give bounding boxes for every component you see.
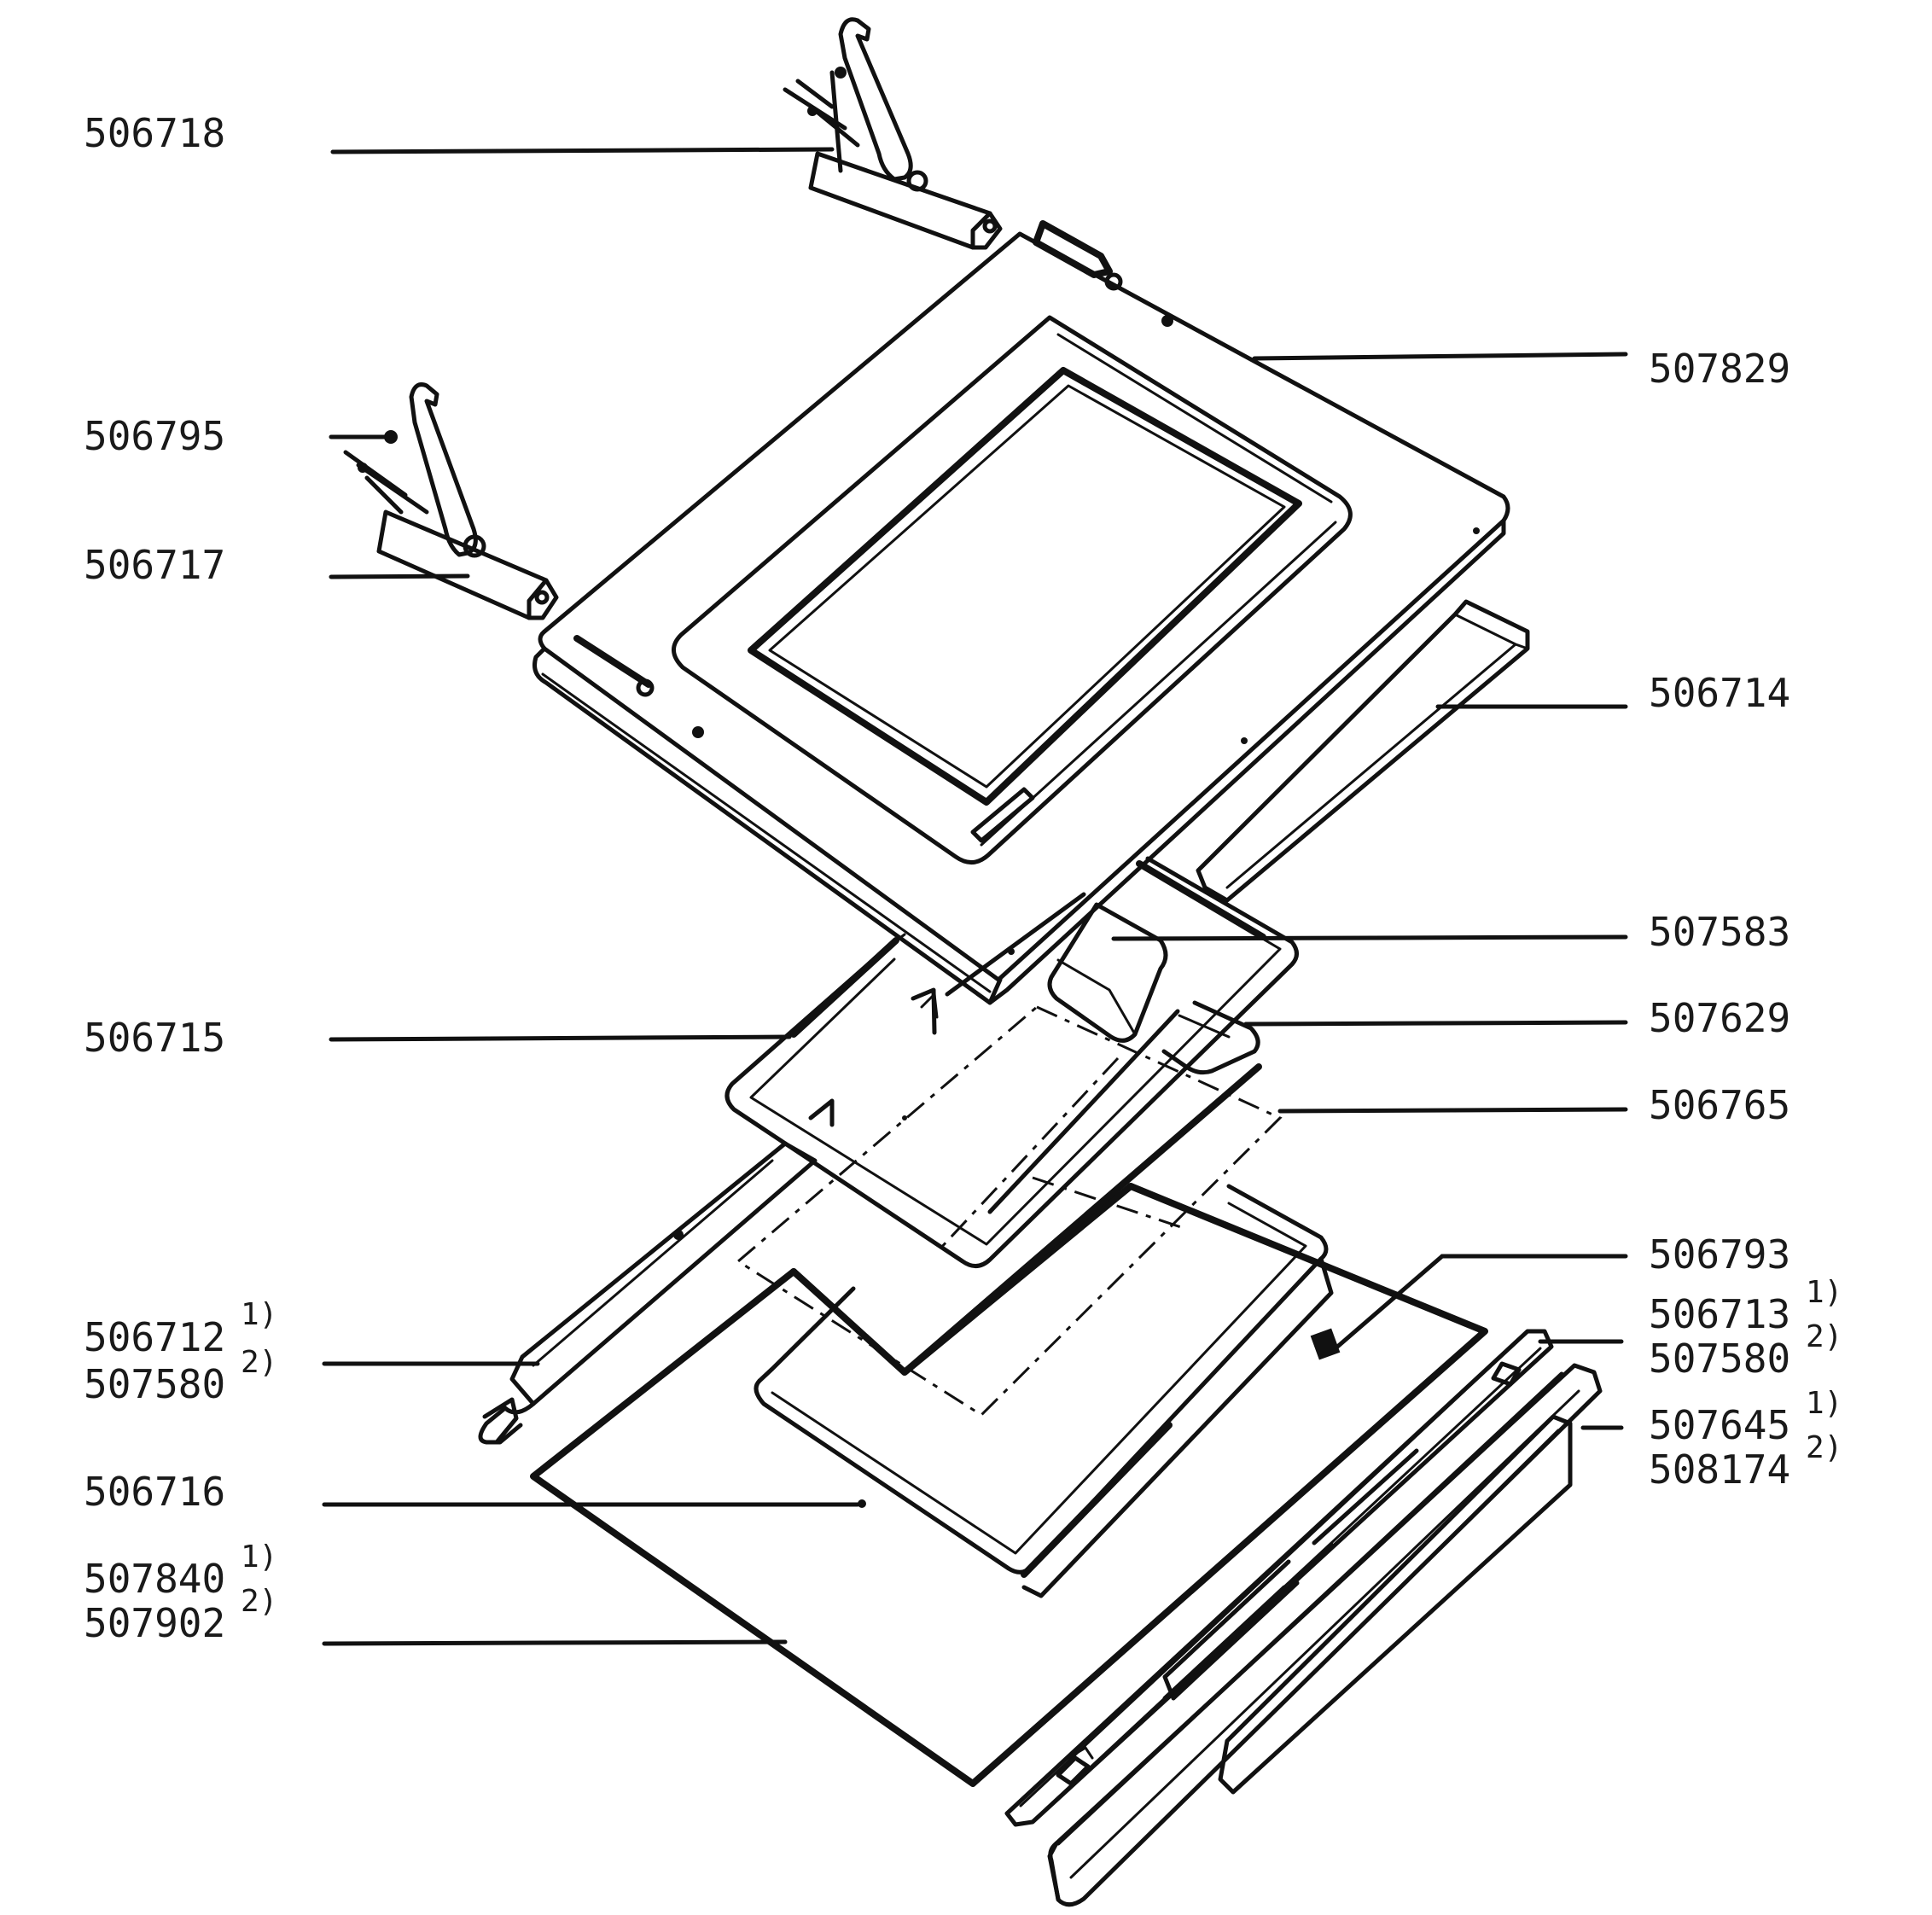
hinge-top	[783, 17, 1003, 250]
leader-507629	[1243, 1020, 1628, 1027]
leader-506793-a	[1333, 1254, 1445, 1351]
label-507840: 507840	[84, 1556, 225, 1602]
label-507580-left: 507580	[84, 1361, 225, 1407]
label-506712-note: 1)	[241, 1297, 277, 1332]
label-507645: 507645	[1649, 1402, 1790, 1448]
leader-lines	[322, 147, 1628, 1646]
leader-506718	[330, 147, 835, 154]
label-506714: 506714	[1649, 670, 1790, 716]
side-strip	[1196, 599, 1530, 903]
label-508174: 508174	[1649, 1446, 1790, 1493]
corner-bracket	[1047, 902, 1260, 1075]
label-group-left: 506718 506795 506717 506715 506712 1) 50…	[84, 110, 277, 1646]
small-clip	[1310, 1328, 1341, 1360]
label-506713-note: 1)	[1806, 1275, 1842, 1310]
door-handle	[1047, 1363, 1603, 1907]
label-506716: 506716	[84, 1469, 225, 1515]
leader-507829	[1252, 352, 1628, 361]
leader-507840	[322, 1639, 788, 1646]
label-506765: 506765	[1649, 1082, 1790, 1128]
inner-door-panel	[754, 1184, 1334, 1598]
leader-506765	[1277, 1107, 1628, 1114]
label-506718: 506718	[84, 110, 225, 156]
label-group-right: 507829 506714 507583 507629 506765 50679…	[1649, 346, 1842, 1493]
left-guide-rail	[478, 1141, 818, 1445]
label-507580-left-note: 2)	[241, 1345, 277, 1380]
hinge-left	[343, 382, 559, 620]
label-507840-note: 1)	[241, 1540, 277, 1574]
label-506795: 506795	[84, 413, 225, 459]
leader-506715	[329, 1034, 792, 1042]
label-507829: 507829	[1649, 346, 1790, 392]
label-507580-right: 507580	[1649, 1336, 1790, 1382]
glass-pane	[736, 1005, 1283, 1417]
label-508174-note: 2)	[1806, 1430, 1842, 1465]
outer-bottom-pane	[530, 1063, 1488, 1787]
label-506713: 506713	[1649, 1291, 1790, 1337]
label-506717: 506717	[84, 542, 225, 588]
outer-door-panel	[532, 220, 1510, 1120]
label-507902-note: 2)	[241, 1584, 277, 1619]
leader-507583	[1111, 934, 1628, 941]
label-507645-note: 1)	[1806, 1386, 1842, 1421]
label-507902: 507902	[84, 1600, 225, 1646]
label-506793: 506793	[1649, 1231, 1790, 1278]
label-506715: 506715	[84, 1015, 225, 1061]
label-507629: 507629	[1649, 995, 1790, 1041]
inner-frame	[724, 856, 1299, 1268]
label-507580-right-note: 2)	[1806, 1319, 1842, 1354]
label-506712: 506712	[84, 1314, 225, 1360]
label-507583: 507583	[1649, 909, 1790, 955]
leader-506717	[329, 573, 470, 579]
right-guide-rail	[1004, 1329, 1554, 1827]
